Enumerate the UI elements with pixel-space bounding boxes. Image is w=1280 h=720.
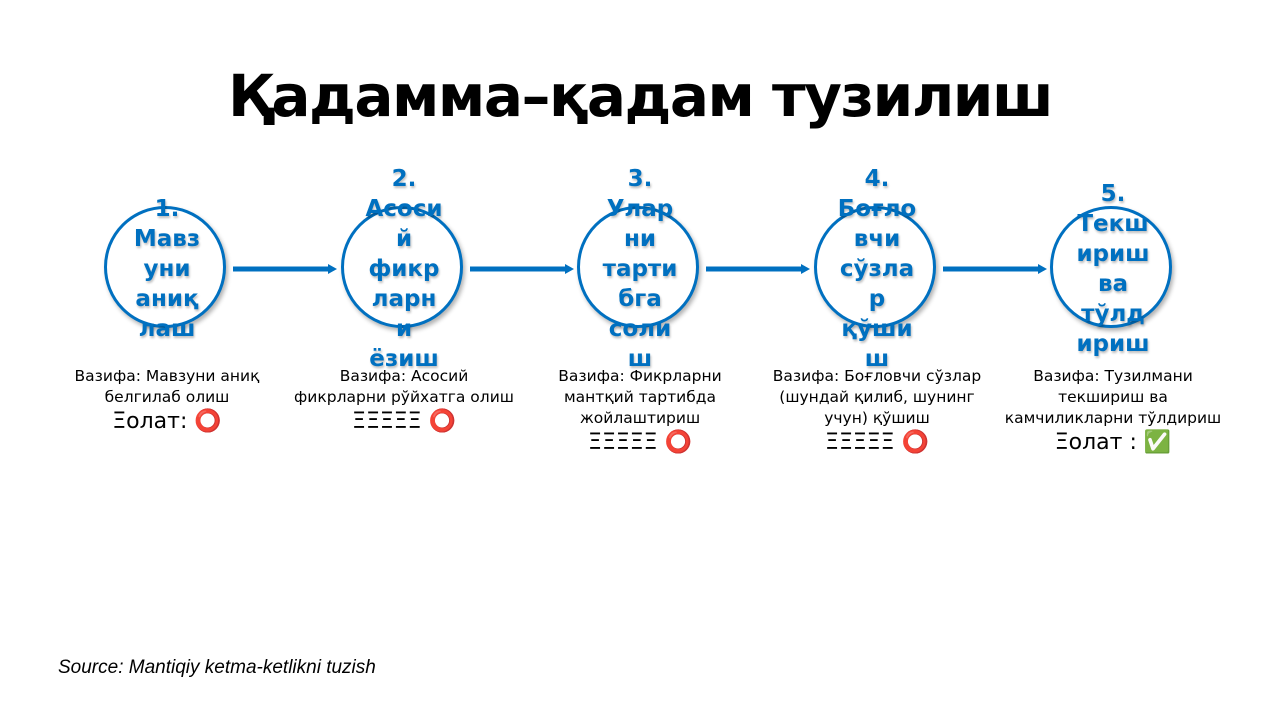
- step-title-line: 5.: [1100, 181, 1126, 207]
- step-title-line: ларн: [371, 286, 437, 312]
- step-title: 4. Боғло вчи сўзла р қўши ш: [787, 164, 967, 374]
- step-circle: [341, 206, 463, 328]
- step-circle: [1050, 206, 1172, 328]
- step-title-line: Мавз: [133, 226, 201, 252]
- step-title-line: сўзла: [839, 256, 915, 282]
- step-title: 2. Асоси й фикр ларн и ёзиш: [314, 164, 494, 374]
- source-caption: Source: Mantiqiy ketma-ketlikni tuzish: [58, 657, 376, 678]
- step-title-line: р: [868, 286, 886, 312]
- step-title-line: 3.: [627, 166, 653, 192]
- step-title-line: вчи: [853, 226, 901, 252]
- step-task: Вазифа: Фикрларни мантқий тартибда жойла…: [558, 367, 722, 427]
- step-status: ΞΞΞΞΞ ⭕: [825, 430, 929, 455]
- step-status: Ξолат: ⭕: [112, 409, 222, 434]
- step-title-line: ни: [623, 226, 656, 252]
- step-description: Вазифа: Тузилмани текшириш ва камчиликла…: [1003, 366, 1223, 458]
- step-title: 1. Мавз уни аниқ лаш: [77, 194, 257, 344]
- step-status: ΞΞΞΞΞ ⭕: [352, 409, 456, 434]
- slide-title: Қадамма–қадам тузилиш: [227, 62, 1054, 130]
- step-title-line: соли: [608, 316, 672, 342]
- step-title-line: ш: [864, 346, 890, 372]
- step-status: Ξолат : ✅: [1054, 430, 1172, 455]
- step-title-line: уни: [143, 256, 191, 282]
- arrow-right-icon: [233, 264, 337, 274]
- step-task: Вазифа: Мавзуни аниқ белгилаб олиш: [74, 367, 260, 406]
- step-title-line: аниқ: [135, 286, 199, 312]
- step-circle: [104, 206, 226, 328]
- step-task: Вазифа: Боғловчи сўзлар (шундай қилиб, ш…: [772, 367, 982, 427]
- step-title: 5. Текш ириш ва тўлд ириш: [1023, 179, 1203, 359]
- step-title-line: тарти: [602, 256, 678, 282]
- step-title-line: Текш: [1077, 211, 1149, 237]
- step-title-line: ириш: [1076, 241, 1150, 267]
- step-title-line: фикр: [368, 256, 440, 282]
- step-circle: [577, 206, 699, 328]
- step-circle: [814, 206, 936, 328]
- step-description: Вазифа: Фикрларни мантқий тартибда жойла…: [530, 366, 750, 458]
- step-title-line: 2.: [391, 166, 417, 192]
- step-task: Вазифа: Асосий фикрларни рўйхатга олиш: [294, 367, 514, 406]
- step-title-line: ёзиш: [369, 346, 439, 372]
- step-title-line: 4.: [864, 166, 890, 192]
- step-title-line: Улар: [606, 196, 674, 222]
- step-title-line: Асоси: [365, 196, 443, 222]
- arrow-right-icon: [943, 264, 1047, 274]
- step-title: 3. Улар ни тарти бга соли ш: [550, 164, 730, 374]
- step-title-line: ва: [1097, 271, 1129, 297]
- step-title-line: лаш: [138, 316, 196, 342]
- step-task: Вазифа: Тузилмани текшириш ва камчиликла…: [1004, 367, 1222, 427]
- step-title-line: Боғло: [837, 196, 917, 222]
- arrow-right-icon: [706, 264, 810, 274]
- step-title-line: қўши: [841, 316, 913, 342]
- arrow-right-icon: [470, 264, 574, 274]
- step-title-line: и: [395, 316, 413, 342]
- step-title-line: ш: [627, 346, 653, 372]
- step-title-line: тўлд: [1081, 301, 1145, 327]
- step-title-line: бга: [618, 286, 662, 312]
- step-title-line: ириш: [1076, 331, 1150, 357]
- step-status: ΞΞΞΞΞ ⭕: [588, 430, 692, 455]
- step-title-line: 1.: [154, 196, 180, 222]
- step-description: Вазифа: Боғловчи сўзлар (шундай қилиб, ш…: [767, 366, 987, 458]
- step-title-line: й: [395, 226, 413, 252]
